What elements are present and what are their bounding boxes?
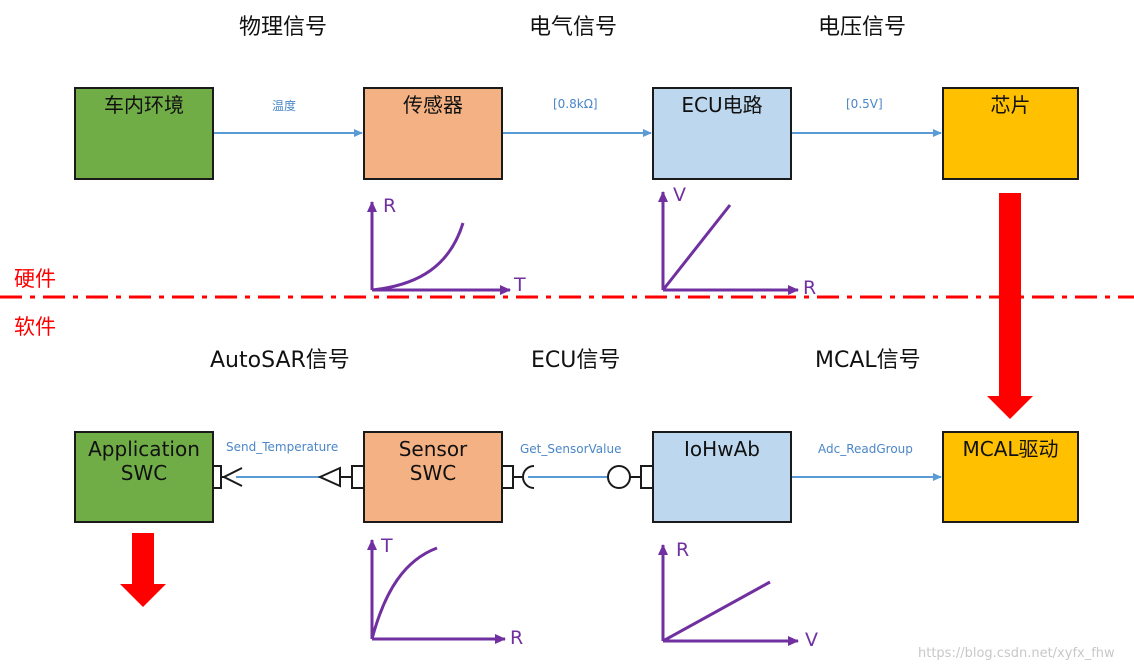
graph-v-vs-r-y-label: V — [673, 184, 686, 206]
label-get-sensor-value: Get_SensorValue — [520, 442, 622, 456]
graph-t-vs-r — [367, 539, 506, 644]
red-down-arrow-chip-to-mcal-icon — [987, 193, 1033, 419]
graph-v-vs-r — [658, 191, 799, 295]
graph-r-vs-t — [367, 201, 511, 295]
box-application-swc: Application SWC — [74, 431, 214, 523]
label-resistance: [0.8kΩ] — [553, 97, 598, 111]
graph-r-vs-t-x-label: T — [514, 274, 526, 296]
heading-voltage-signal: 电压信号 — [818, 15, 907, 40]
red-down-arrow-app-icon — [120, 533, 166, 607]
box-sensor-swc-line2: SWC — [409, 461, 457, 485]
watermark: https://blog.csdn.net/xyfx_fhw — [918, 646, 1115, 661]
box-application-swc-line1: Application — [88, 437, 200, 461]
sensor-swc-sender-triangle-icon — [317, 466, 341, 488]
label-voltage: [0.5V] — [846, 97, 883, 111]
box-sensor: 传感器 — [363, 87, 503, 180]
heading-mcal-signal: MCAL信号 — [815, 348, 921, 373]
label-temperature: 温度 — [272, 99, 297, 113]
box-car-environment: 车内环境 — [74, 87, 214, 180]
box-application-swc-line2: SWC — [120, 461, 168, 485]
graph-r-vs-t-y-label: R — [383, 195, 397, 217]
graph-r-vs-v — [658, 544, 799, 646]
label-adc-read-group: Adc_ReadGroup — [818, 442, 913, 456]
heading-electrical-signal: 电气信号 — [529, 15, 618, 40]
heading-physical-signal: 物理信号 — [239, 15, 328, 40]
sensor-swc-client-socket-icon — [522, 465, 535, 489]
label-send-temperature: Send_Temperature — [226, 440, 339, 454]
box-mcal-driver: MCAL驱动 — [942, 431, 1079, 523]
iohwab-server-ball-icon — [607, 465, 631, 489]
label-hardware: 硬件 — [14, 267, 56, 291]
box-chip: 芯片 — [942, 87, 1079, 180]
box-iohwab: IoHwAb — [652, 431, 792, 523]
heading-ecu-signal: ECU信号 — [531, 348, 621, 373]
box-sensor-swc: Sensor SWC — [363, 431, 503, 523]
label-software: 软件 — [14, 315, 56, 339]
box-ecu-circuit: ECU电路 — [652, 87, 792, 180]
graph-t-vs-r-y-label: T — [381, 535, 393, 557]
graph-v-vs-r-x-label: R — [803, 277, 817, 299]
graph-r-vs-v-x-label: V — [805, 629, 818, 651]
box-sensor-swc-line1: Sensor — [398, 437, 468, 461]
graph-t-vs-r-x-label: R — [510, 627, 524, 649]
heading-autosar-signal: AutoSAR信号 — [210, 348, 350, 373]
graph-r-vs-v-y-label: R — [676, 539, 690, 561]
